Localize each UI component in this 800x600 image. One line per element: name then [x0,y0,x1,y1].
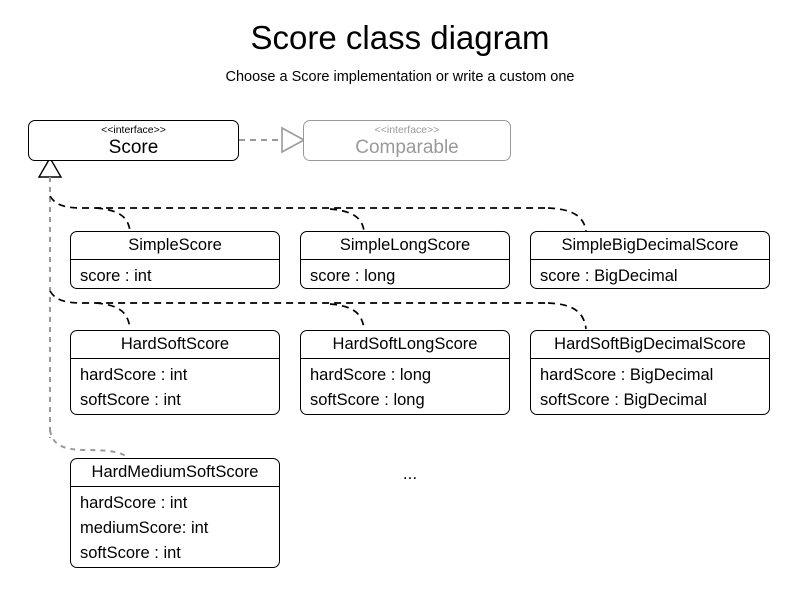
class-attributes-hard-soft-score: hardScore : int softScore : int [71,358,279,414]
class-name-hard-soft-score: HardSoftScore [120,335,230,353]
attribute-row: score : int [80,267,152,285]
attribute-row: score : long [310,267,396,285]
class-box-hard-soft-long-score[interactable]: HardSoftLongScore hardScore : long softS… [300,330,510,415]
interface-box-score[interactable]: <<interface>> Score [28,120,239,161]
attribute-row: score : BigDecimal [540,267,678,285]
attribute-row: softScore : long [310,391,425,409]
more-classes-indicator: ... [402,464,418,483]
page-title: Score class diagram [250,19,550,56]
inheritance-branches-row1 [49,195,587,232]
class-name-simple-long-score: SimpleLongScore [339,236,471,254]
class-box-hard-medium-soft-score[interactable]: HardMediumSoftScore hardScore : int medi… [70,458,280,568]
interface-name-comparable: Comparable [355,136,459,158]
class-name-hard-soft-long-score: HardSoftLongScore [332,335,478,353]
class-name-simple-score: SimpleScore [128,236,222,254]
class-attributes-hard-soft-big-decimal-score: hardScore : BigDecimal softScore : BigDe… [531,358,769,414]
inheritance-branch-hardmediumsoft [49,429,129,459]
interface-stereotype-score: <<interface>> [101,123,166,136]
class-name-hard-medium-soft-score: HardMediumSoftScore [91,463,259,481]
class-box-hard-soft-score[interactable]: HardSoftScore hardScore : int softScore … [70,330,280,415]
attribute-row: mediumScore: int [80,519,209,537]
interface-box-comparable[interactable]: <<interface>> Comparable [303,120,511,161]
class-name-hard-soft-big-decimal-score: HardSoftBigDecimalScore [554,335,746,353]
attribute-row: softScore : int [80,391,181,409]
class-attributes-hard-soft-long-score: hardScore : long softScore : long [301,358,509,414]
class-box-hard-soft-big-decimal-score[interactable]: HardSoftBigDecimalScore hardScore : BigD… [530,330,770,415]
realization-score-comparable [239,126,306,154]
class-attributes-simple-long-score: score : long [301,259,509,288]
interface-stereotype-comparable: <<interface>> [374,123,440,136]
attribute-row: hardScore : int [80,366,188,384]
page-subtitle: Choose a Score implementation or write a… [225,69,575,85]
class-name-simple-big-decimal-score: SimpleBigDecimalScore [561,236,739,254]
class-box-simple-long-score[interactable]: SimpleLongScore score : long [300,231,510,289]
attribute-row: hardScore : long [310,366,432,384]
attribute-row: softScore : int [80,544,181,562]
class-box-simple-score[interactable]: SimpleScore score : int [70,231,280,289]
attribute-row: hardScore : BigDecimal [540,366,714,384]
attribute-row: softScore : BigDecimal [540,391,707,409]
inheritance-branches-row2 [49,290,587,330]
interface-name-score: Score [108,136,159,158]
class-box-simple-big-decimal-score[interactable]: SimpleBigDecimalScore score : BigDecimal [530,231,770,289]
class-attributes-hard-medium-soft-score: hardScore : int mediumScore: int softSco… [71,486,279,567]
class-attributes-simple-score: score : int [71,259,279,288]
attribute-row: hardScore : int [80,494,188,512]
class-attributes-simple-big-decimal-score: score : BigDecimal [531,259,769,288]
